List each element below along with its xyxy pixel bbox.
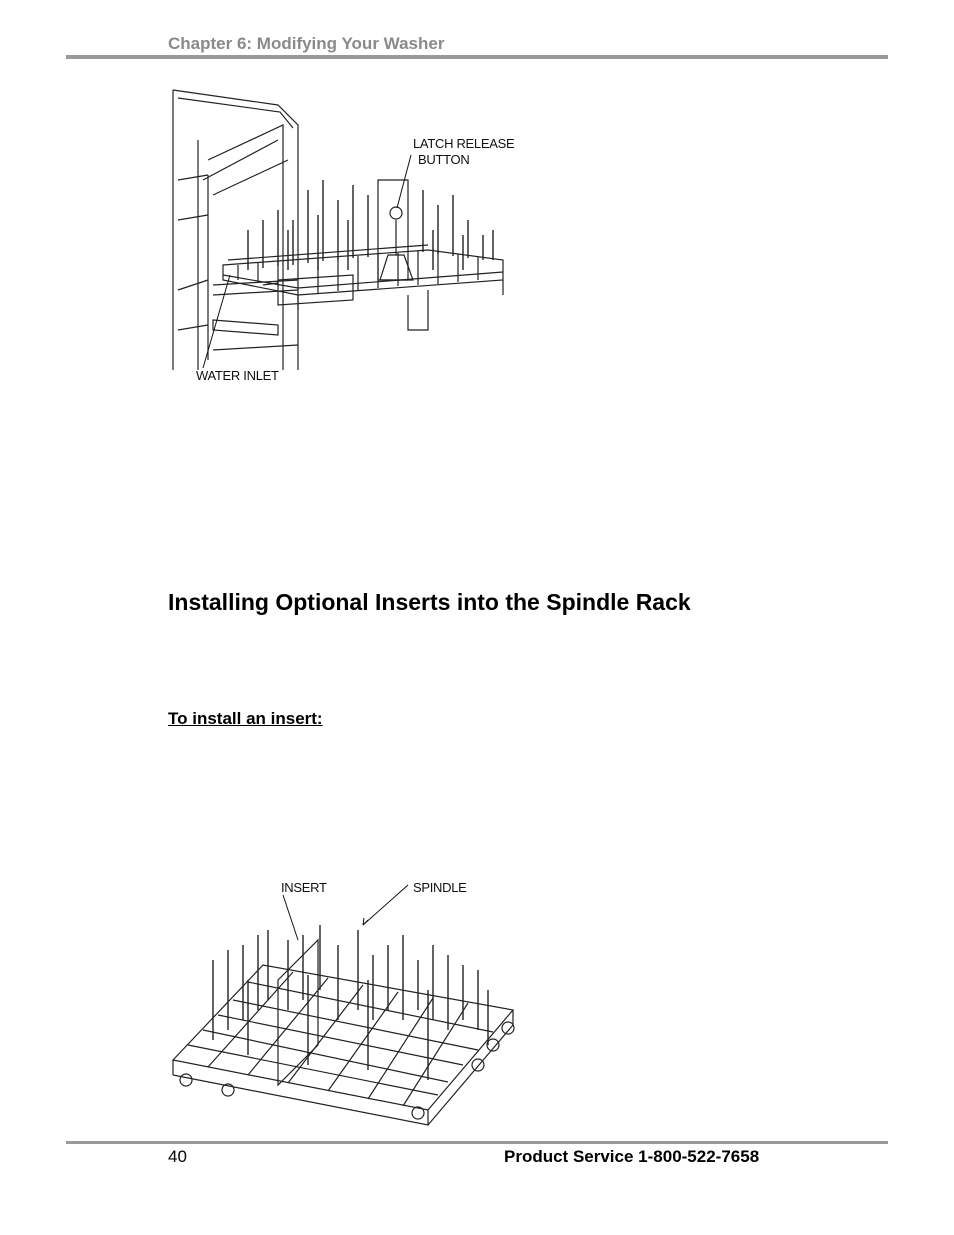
chapter-header: Chapter 6: Modifying Your Washer [168,34,445,53]
rack-latch-illustration: LATCH RELEASE BUTTON WATER INLET [172,89,515,383]
spindle-rack-illustration: INSERT SPINDLE [171,880,515,1126]
procedure-subheading: To install an insert: [168,709,323,728]
footer-rule [66,1141,888,1144]
section-heading: Installing Optional Inserts into the Spi… [168,589,691,615]
water-inlet-callout: WATER INLET [196,368,279,383]
header-rule [66,55,888,59]
spindle-callout: SPINDLE [413,880,467,895]
insert-callout: INSERT [281,880,327,895]
button-callout: BUTTON [418,152,469,167]
product-service-phone: Product Service 1-800-522-7658 [504,1147,760,1166]
page-number: 40 [168,1147,187,1166]
latch-release-callout: LATCH RELEASE [413,136,515,151]
